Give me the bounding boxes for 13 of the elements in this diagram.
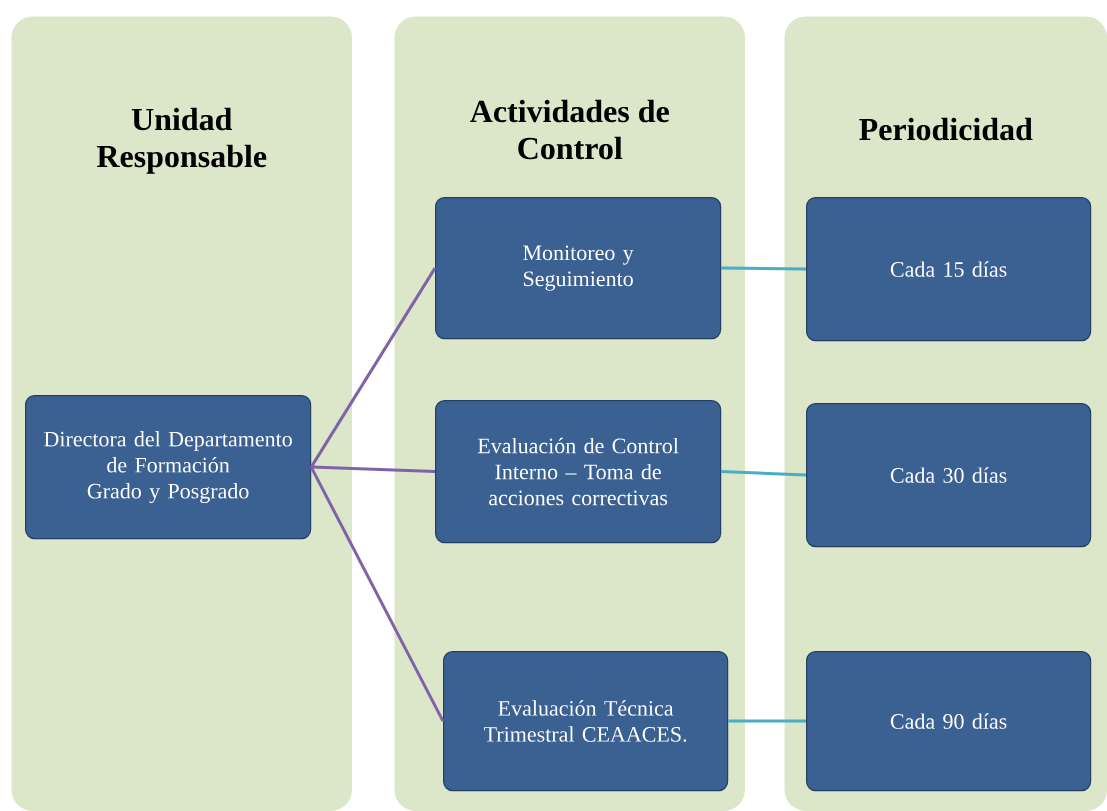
process-box: Cada 90 días — [806, 651, 1092, 792]
process-box: Evaluación Técnica Trimestral CEAACES. — [443, 651, 729, 792]
connector-line — [721, 470, 807, 477]
connector-line — [721, 266, 807, 271]
process-box: Monitoreo y Seguimiento — [435, 197, 722, 340]
connector-line — [311, 465, 436, 474]
process-box: Evaluación de Control Interno – Toma de acciones correctivas — [435, 400, 722, 544]
process-box: Cada 30 días — [806, 403, 1092, 548]
process-box: Cada 15 días — [806, 197, 1092, 342]
connector-line — [309, 267, 437, 468]
connector-line — [309, 466, 445, 722]
process-box: Directora del Departamento de Formación Grado y Posgrado — [25, 395, 312, 540]
connector-line — [728, 719, 806, 723]
